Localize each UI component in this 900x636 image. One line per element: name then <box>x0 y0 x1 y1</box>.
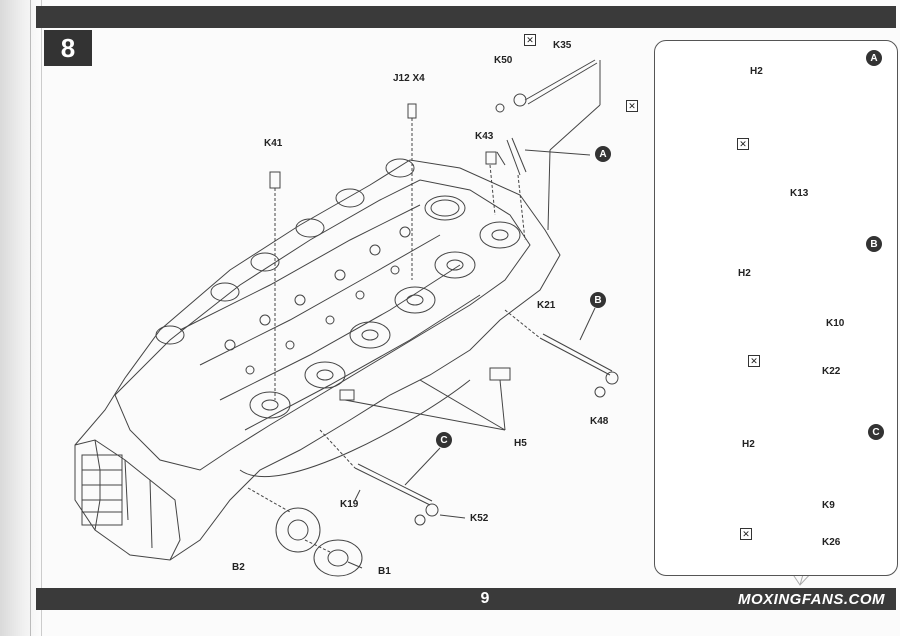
part-k19-arm <box>354 467 431 506</box>
label-k43: K43 <box>475 131 494 142</box>
step-number: 8 <box>60 32 76 63</box>
part-k43 <box>485 151 497 165</box>
callout-badge-a: A <box>595 146 611 162</box>
detail-c-label-k26: K26 <box>822 537 841 548</box>
detail-c-badge: C <box>868 424 884 440</box>
page-edge-shadow <box>0 0 40 636</box>
site-watermark: MOXINGFANS.COM <box>738 591 886 608</box>
top-header-bar <box>36 6 896 28</box>
callout-badge-c: C <box>436 432 452 448</box>
detail-b-label-k10: K10 <box>826 318 845 329</box>
label-j12-x4: J12 X4 <box>393 73 425 84</box>
label-k52: K52 <box>470 513 489 524</box>
hub-b2-part <box>275 507 321 553</box>
front-box <box>81 454 123 526</box>
hull-outline <box>74 159 561 561</box>
label-b1: B1 <box>378 566 391 577</box>
suspension-units-far-side <box>155 158 415 345</box>
label-k50: K50 <box>494 55 513 66</box>
detail-b-label-h2: H2 <box>738 268 751 279</box>
part-k41 <box>269 171 281 189</box>
label-b2: B2 <box>232 562 245 573</box>
detail-b-badge: B <box>866 236 882 252</box>
cement-mark-icon: ✕ <box>524 34 536 46</box>
detail-c-label-h2: H2 <box>742 439 755 450</box>
stacked-pages-edge <box>30 0 42 636</box>
hatch-circle <box>424 195 466 221</box>
bottom-footer-bar <box>36 588 896 610</box>
label-h5: H5 <box>514 438 527 449</box>
suspension-units <box>249 221 521 419</box>
cement-mark-icon: ✕ <box>626 100 638 112</box>
detail-b-label-k22: K22 <box>822 366 841 377</box>
hub-b1-part <box>313 539 363 577</box>
label-k35: K35 <box>553 40 572 51</box>
label-k41: K41 <box>264 138 283 149</box>
part-k21-arm <box>539 337 611 376</box>
label-k48: K48 <box>590 416 609 427</box>
page-number: 9 <box>480 590 490 607</box>
label-k19: K19 <box>340 499 359 510</box>
cement-mark-icon: ✕ <box>740 528 752 540</box>
part-k35 <box>524 59 596 101</box>
part-h5-a <box>489 367 511 381</box>
deck-bolts <box>224 226 411 375</box>
step-number-box: 8 <box>44 30 92 66</box>
cement-mark-icon: ✕ <box>737 138 749 150</box>
part-k50-arm <box>506 139 521 176</box>
detail-c-label-k9: K9 <box>822 500 835 511</box>
detail-panel <box>654 40 898 576</box>
cement-mark-icon: ✕ <box>748 355 760 367</box>
part-j12 <box>407 103 417 119</box>
detail-a-label-k13: K13 <box>790 188 809 199</box>
detail-a-label-h2: H2 <box>750 66 763 77</box>
detail-a-badge: A <box>866 50 882 66</box>
part-h5-b <box>339 389 355 401</box>
label-k21: K21 <box>537 300 556 311</box>
callout-badge-b: B <box>590 292 606 308</box>
